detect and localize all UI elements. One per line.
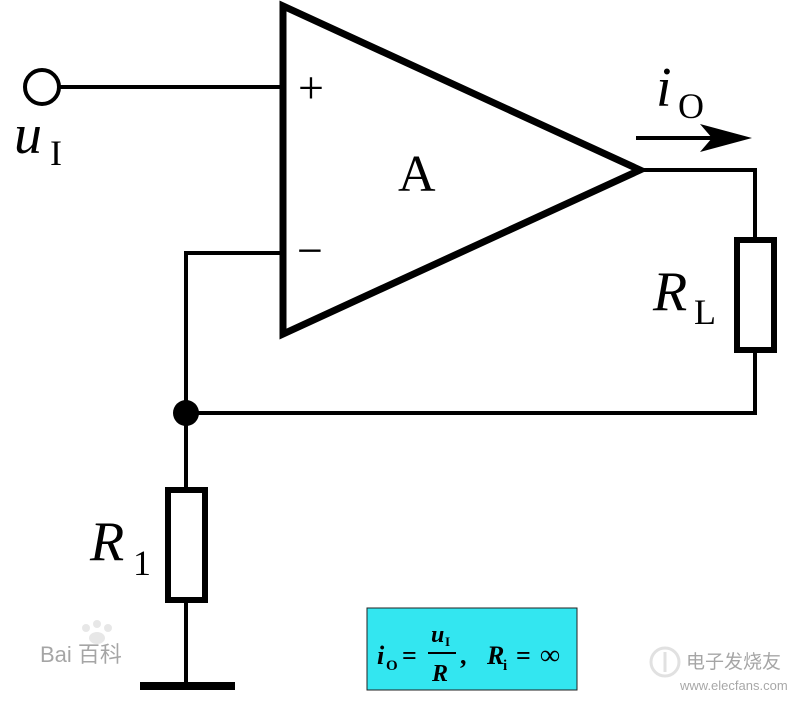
baidu-paw-icon: [82, 620, 112, 644]
formula-infinity: ∞: [540, 640, 560, 671]
feedback-resistor-label-sub: 1: [133, 543, 151, 583]
noninverting-sign: +: [298, 62, 324, 113]
formula-numerator-sub: I: [445, 634, 450, 649]
formula-io-sub: O: [386, 658, 398, 674]
output-current-main: i: [656, 57, 672, 119]
watermark-left: Bai 百科: [40, 642, 122, 667]
load-resistor: [734, 237, 777, 353]
formula-ri-sub: i: [503, 658, 507, 674]
formula-equals-1: =: [402, 641, 417, 670]
feedback-resistor-label-main: R: [89, 511, 124, 573]
input-label-main: u: [14, 104, 42, 166]
watermarks: Bai 百科 电子发烧友 www.elecfans.com: [40, 620, 788, 693]
formula-equals-2: =: [516, 641, 531, 670]
elecfans-logo-icon: [649, 646, 681, 678]
op-amp-triangle: [279, 0, 649, 340]
formula-denominator: R: [431, 661, 448, 687]
formula-ri-main: R: [486, 641, 504, 670]
watermark-right-line1: 电子发烧友: [686, 651, 781, 673]
watermark-right-line2: www.elecfans.com: [679, 678, 788, 693]
wires: [60, 85, 757, 688]
load-resistor-label-main: R: [652, 261, 687, 323]
output-wire: [638, 168, 757, 242]
junction-dot: [173, 400, 199, 426]
feedback-return-wire: [184, 348, 757, 415]
formula-background: [366, 607, 578, 691]
inverting-sign: −: [297, 225, 323, 276]
load-resistor-label-sub: L: [694, 292, 716, 332]
feedback-resistor: [165, 487, 208, 603]
formula-box: i O = u I R , R i = ∞: [366, 607, 578, 691]
formula-io-main: i: [377, 641, 385, 670]
amplifier-label: A: [398, 146, 436, 203]
formula-numerator-main: u: [431, 622, 444, 648]
input-label: u: [14, 104, 42, 166]
input-terminal: [23, 68, 61, 106]
inverting-input-wire: [184, 251, 285, 415]
input-label-sub: I: [50, 133, 62, 173]
output-current-sub: O: [678, 86, 704, 126]
current-arrow-icon: [636, 124, 752, 152]
formula-separator: ,: [460, 641, 467, 670]
